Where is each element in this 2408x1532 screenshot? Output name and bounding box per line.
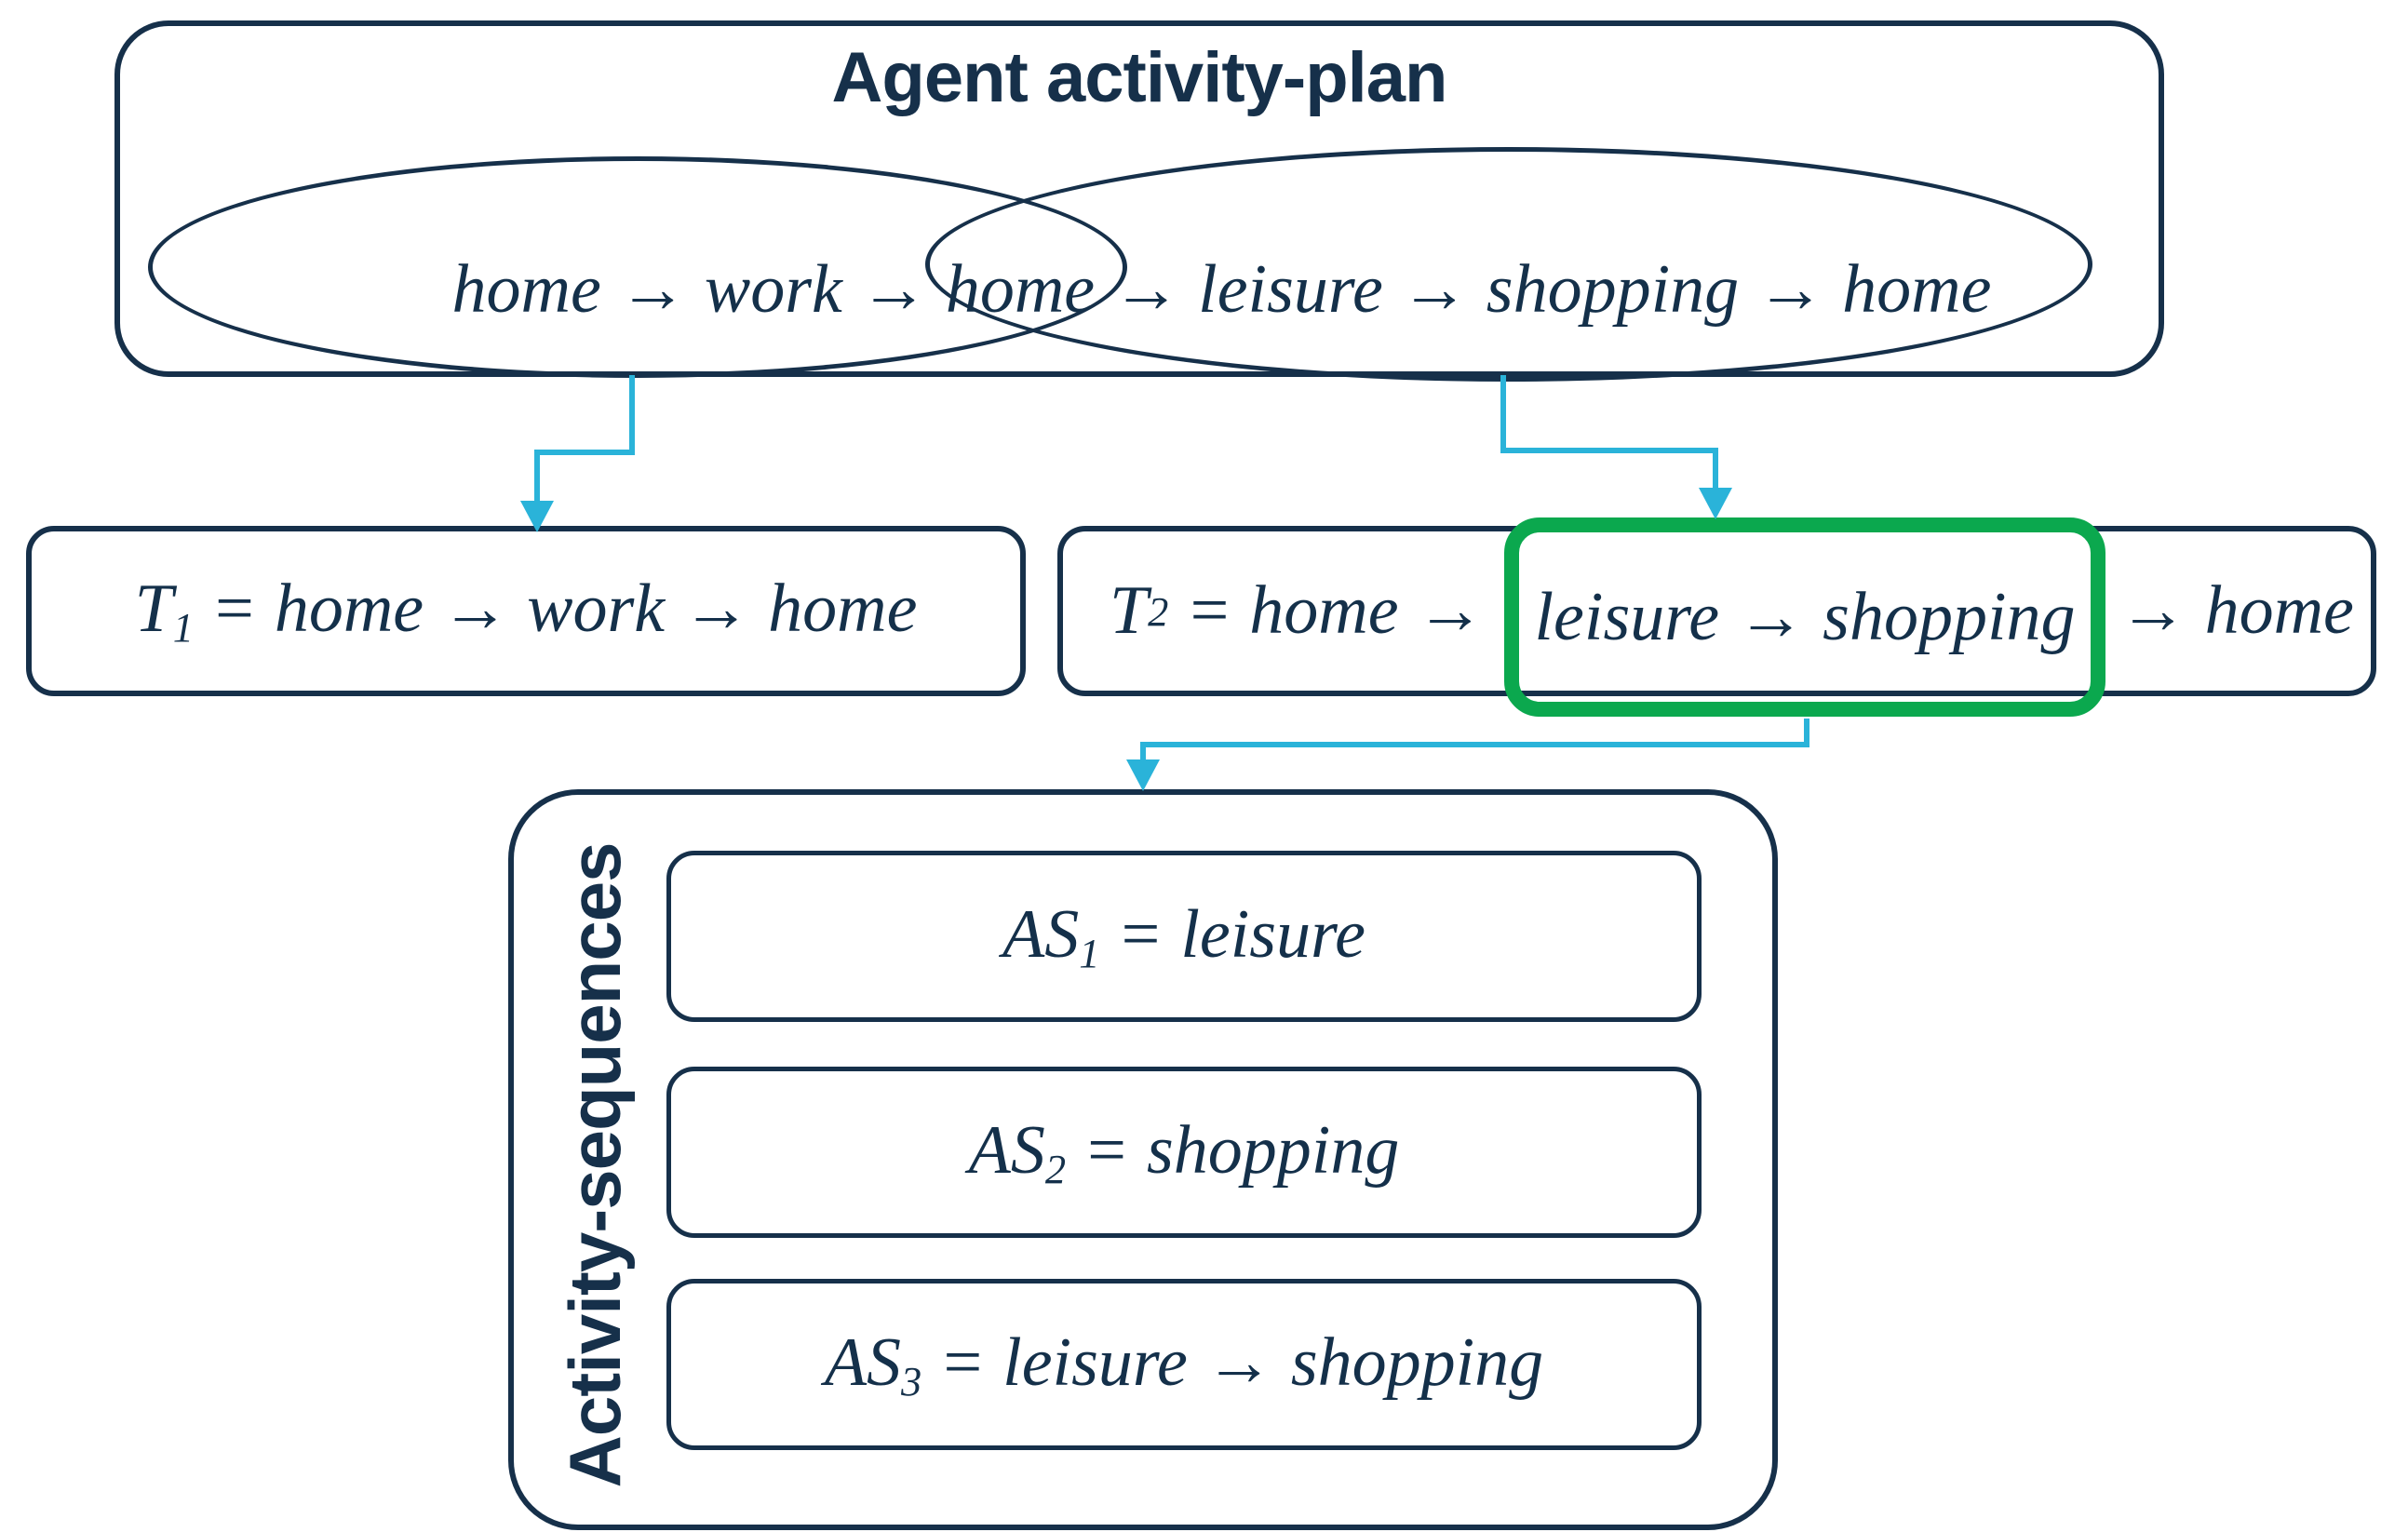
activity-sequences-label: Activity-sequences	[553, 842, 636, 1488]
as2-var: AS	[968, 1111, 1045, 1189]
plan-segment-after: → leisure → shopping → home	[1095, 250, 1992, 328]
trip2-suffix: → home	[2117, 531, 2356, 691]
agent-activity-plan-box: Agent activity-plan home → work → home →…	[114, 20, 2164, 382]
as3-formula: AS3 = leisure → shopping	[825, 1324, 1543, 1405]
trip2-var: T	[1110, 572, 1149, 649]
trip1-var: T	[134, 571, 173, 648]
arrow-plan-to-trip1	[520, 375, 635, 532]
trip2-prefix-sequence: = home →	[1168, 572, 1502, 649]
as1-subscript: 1	[1079, 930, 1100, 977]
trip1-sequence: = home → work → home	[193, 571, 918, 648]
arrow-highlight-to-sequences-line	[1140, 719, 1809, 763]
as3-sequence: = leisure → shopping	[921, 1324, 1544, 1401]
arrow-down-icon	[1699, 488, 1732, 519]
as2-subscript: 2	[1044, 1146, 1067, 1193]
page-title: Agent activity-plan	[831, 38, 1448, 117]
activity-sequence-row-2: AS2 = shopping	[666, 1067, 1702, 1238]
plan-segment-before: home → work →	[451, 250, 946, 328]
activity-sequences-box: Activity-sequences AS1 = leisure AS2 = s…	[508, 789, 1778, 1530]
as1-formula: AS1 = leisure	[1002, 895, 1365, 977]
trip1-subscript: 1	[172, 604, 194, 652]
arrow-plan-to-trip1-line	[534, 375, 635, 504]
trip1-formula: T1 = home → work → home	[135, 570, 918, 652]
activity-sequence-row-1: AS1 = leisure	[666, 851, 1702, 1022]
arrow-highlight-to-sequences	[1126, 719, 1809, 791]
plan-circled-activity: home	[945, 250, 1096, 328]
trip2-subscript: 2	[1148, 587, 1169, 635]
as3-subscript: 3	[901, 1358, 922, 1405]
as2-formula: AS2 = shopping	[969, 1111, 1400, 1193]
plan-sequence: home → work → home → leisure → shopping …	[452, 210, 1992, 369]
as3-var: AS	[824, 1324, 902, 1401]
activity-sequence-row-3: AS3 = leisure → shopping	[666, 1279, 1702, 1450]
arrow-down-icon	[1126, 759, 1160, 791]
highlighted-subsequence: leisure → shopping	[1534, 578, 2076, 655]
trip2-suffix-sequence: → home	[2119, 572, 2354, 649]
highlighted-subsequence-box: leisure → shopping	[1504, 517, 2105, 717]
as2-sequence: = shopping	[1066, 1111, 1400, 1189]
as1-var: AS	[1002, 895, 1080, 973]
arrow-plan-to-trip2	[1500, 375, 1732, 519]
as1-sequence: = leisure	[1099, 895, 1365, 973]
arrow-plan-to-trip2-line	[1500, 375, 1718, 491]
trip1-box: T1 = home → work → home	[26, 526, 1026, 696]
page-title-wrap: Agent activity-plan	[120, 39, 2159, 117]
